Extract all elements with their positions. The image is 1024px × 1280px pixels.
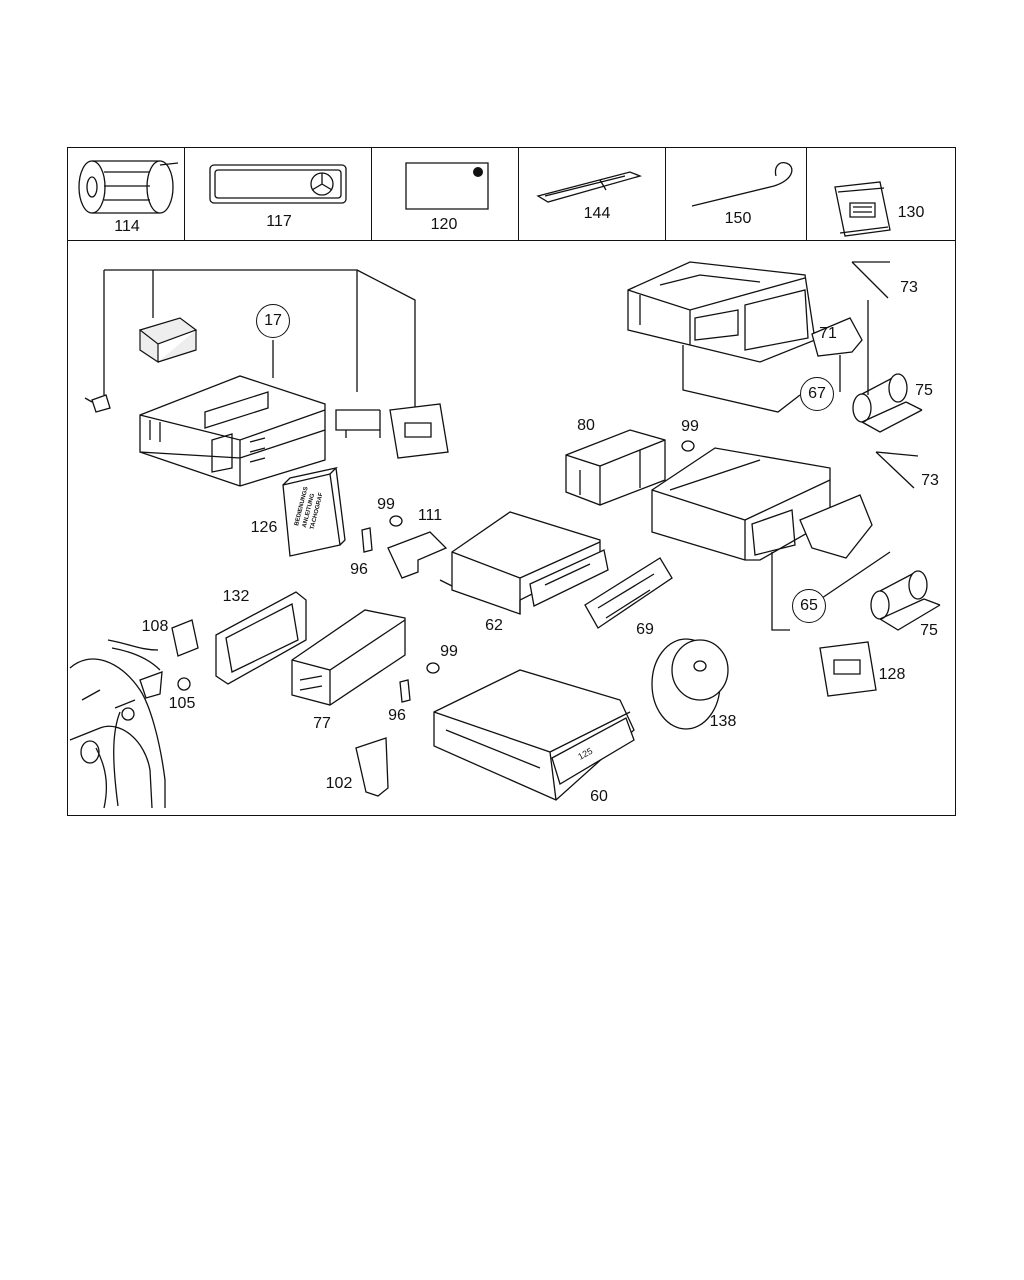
cell-120 <box>372 148 519 241</box>
label-99-lower: 99 <box>440 643 458 660</box>
label-99-mid: 99 <box>377 496 395 513</box>
label-117: 117 <box>266 213 292 230</box>
cell-144 <box>519 148 666 241</box>
label-105: 105 <box>168 695 196 712</box>
callout-17: 17 <box>256 304 290 338</box>
label-132: 132 <box>222 588 250 605</box>
cell-150 <box>666 148 807 241</box>
callout-65: 65 <box>792 589 826 623</box>
callout-67: 67 <box>800 377 834 411</box>
diagram-frame <box>67 147 956 816</box>
label-111: 111 <box>417 507 443 524</box>
label-102: 102 <box>325 775 353 792</box>
label-75-upper: 75 <box>915 382 933 399</box>
label-108: 108 <box>141 618 169 635</box>
label-71: 71 <box>819 325 837 342</box>
label-126: 126 <box>250 519 278 536</box>
label-150: 150 <box>724 210 752 227</box>
label-77: 77 <box>313 715 331 732</box>
label-99-upper: 99 <box>681 418 699 435</box>
label-128: 128 <box>878 666 906 683</box>
label-73-upper: 73 <box>900 279 918 296</box>
label-144: 144 <box>583 205 611 222</box>
label-80: 80 <box>577 417 595 434</box>
label-73-lower: 73 <box>921 472 939 489</box>
label-130: 130 <box>897 204 925 221</box>
label-62: 62 <box>485 617 503 634</box>
label-96-upper: 96 <box>350 561 368 578</box>
cell-114 <box>68 148 185 241</box>
label-69: 69 <box>636 621 654 638</box>
accessory-strip <box>68 148 955 241</box>
label-120: 120 <box>430 216 458 233</box>
label-138: 138 <box>709 713 737 730</box>
cell-117 <box>185 148 372 241</box>
label-75-lower: 75 <box>920 622 938 639</box>
label-96-lower: 96 <box>388 707 406 724</box>
label-60: 60 <box>590 788 608 805</box>
label-114: 114 <box>114 218 140 235</box>
